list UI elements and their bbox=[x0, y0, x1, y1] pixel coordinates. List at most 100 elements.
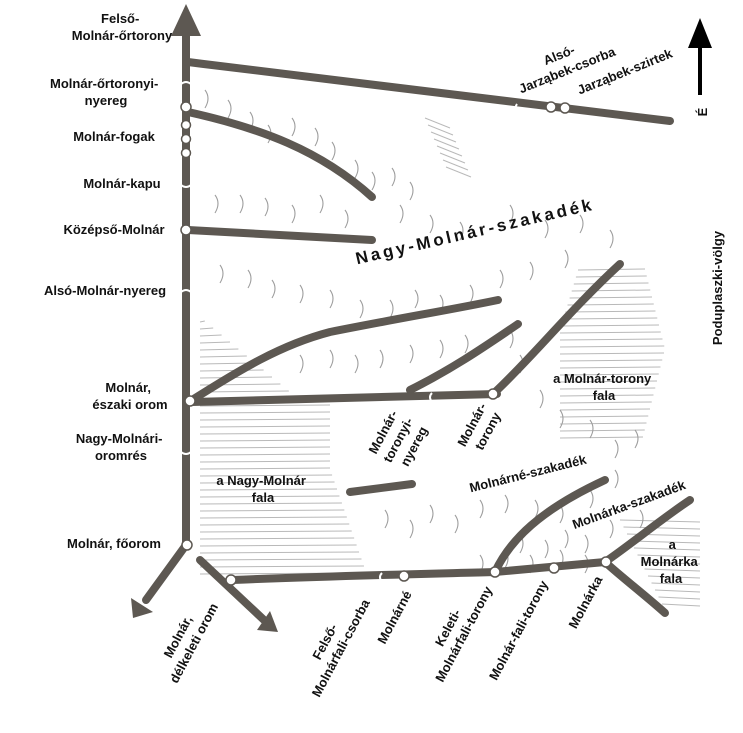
label-nagy-molnari-oromres: Nagy-Molnári- oromrés bbox=[76, 431, 166, 463]
hatch-line bbox=[573, 282, 649, 285]
summit-points bbox=[180, 101, 612, 586]
hatch-line bbox=[559, 422, 647, 425]
ridge-eszaki-lower bbox=[188, 390, 501, 406]
scree-arc bbox=[291, 204, 296, 224]
hatch-line bbox=[199, 320, 205, 323]
point-kozepso-molnar bbox=[180, 224, 192, 236]
ridges bbox=[131, 4, 694, 632]
hatch-line bbox=[559, 352, 665, 355]
scree-arc bbox=[409, 181, 414, 201]
scree-arc bbox=[354, 159, 359, 179]
hatch-line bbox=[199, 425, 331, 428]
hatch-line bbox=[647, 575, 701, 579]
scree-arc bbox=[239, 194, 244, 214]
ridge-eszaki-upper bbox=[188, 296, 502, 404]
hatch-line bbox=[433, 138, 460, 150]
hatch-line bbox=[199, 348, 239, 351]
label-molnarne: Molnárné bbox=[374, 588, 414, 646]
label-molnar-fogak: Molnár-fogak bbox=[73, 129, 155, 144]
main-ridge-arrow-north bbox=[171, 4, 201, 36]
hatch-line bbox=[199, 551, 360, 554]
hatch-line bbox=[559, 415, 649, 418]
scree-arc bbox=[319, 194, 324, 214]
ridge-toronyi bbox=[406, 320, 522, 394]
point-molnar-fogak-2 bbox=[180, 133, 192, 145]
label-molnar-fali-torony: Molnár-fali-torony bbox=[486, 577, 551, 682]
hatch-line bbox=[199, 341, 231, 344]
scree-arc bbox=[391, 167, 396, 187]
label-molnar-torony: Molnár- torony bbox=[454, 397, 506, 457]
scree-arc bbox=[329, 289, 334, 309]
hatch-line bbox=[430, 131, 457, 143]
north-arrow: É bbox=[688, 18, 712, 116]
hatch-line bbox=[199, 565, 364, 568]
scree-arc bbox=[399, 204, 404, 224]
ridge-delkeleti-left bbox=[142, 541, 190, 604]
hatch-line bbox=[199, 544, 357, 547]
hatch-line bbox=[559, 387, 656, 390]
scree-arc bbox=[291, 117, 296, 137]
label-keleti-molnarfali-torony: Keleti- Molnárfali-torony bbox=[417, 575, 495, 684]
hatch-line bbox=[199, 355, 247, 358]
point-delkeleti bbox=[225, 574, 237, 586]
hatch-line bbox=[559, 373, 659, 376]
scree-arc bbox=[454, 514, 459, 534]
hatch-line bbox=[199, 453, 331, 456]
hatching-molnar-torony-fala bbox=[559, 268, 665, 439]
scree-arc bbox=[271, 279, 276, 299]
hatch-line bbox=[199, 502, 342, 505]
hatch-line bbox=[661, 603, 701, 607]
scree-arc bbox=[414, 289, 419, 309]
scree-arc bbox=[614, 439, 619, 459]
hatch-line bbox=[199, 495, 340, 498]
point-eszaki-orom bbox=[184, 395, 196, 407]
scree-arc bbox=[299, 354, 304, 374]
north-label: É bbox=[695, 107, 710, 116]
scree-arc bbox=[609, 229, 614, 249]
ridge-nagy-molnar-fala-stub bbox=[346, 480, 416, 496]
hatch-line bbox=[651, 582, 701, 586]
ridge-molnarka-lower bbox=[601, 558, 669, 617]
label-molnarka: Molnárka bbox=[565, 573, 605, 631]
hatch-line bbox=[559, 394, 654, 397]
hatch-line bbox=[199, 432, 331, 435]
hatch-line bbox=[563, 317, 658, 320]
hatch-line bbox=[623, 526, 701, 530]
point-molnar-torony bbox=[487, 388, 499, 400]
hatch-line bbox=[559, 436, 644, 439]
scree-arc bbox=[639, 509, 644, 529]
point-jarzabek-2 bbox=[559, 102, 571, 114]
hatch-line bbox=[427, 124, 454, 136]
ridge-molnar-fogak bbox=[184, 108, 376, 201]
hatch-line bbox=[442, 159, 469, 171]
scree-arc bbox=[589, 489, 594, 509]
hatch-line bbox=[559, 338, 663, 341]
point-jarzabek-1 bbox=[545, 101, 557, 113]
label-a-molnarka-fala: a Molnárka fala bbox=[641, 537, 702, 586]
scree-arc bbox=[504, 494, 509, 514]
hatch-line bbox=[559, 359, 663, 362]
label-molnar-eszaki-orom: Molnár, északi orom bbox=[92, 380, 167, 412]
hatch-line bbox=[565, 310, 656, 313]
hatch-line bbox=[644, 568, 701, 572]
hatch-line bbox=[199, 369, 264, 372]
scree-arc bbox=[609, 519, 614, 539]
hatch-line bbox=[199, 523, 350, 526]
hatch-line bbox=[199, 558, 362, 561]
hatch-line bbox=[199, 334, 222, 337]
hatch-line bbox=[199, 488, 338, 491]
scree-arc bbox=[409, 344, 414, 364]
label-molnar-kapu: Molnár-kapu bbox=[83, 176, 160, 191]
hatch-line bbox=[436, 145, 463, 157]
scree-arc bbox=[314, 127, 319, 147]
scree-arc bbox=[544, 219, 549, 239]
scree-arc bbox=[214, 194, 219, 214]
scree-arc bbox=[544, 539, 549, 559]
scree-arc bbox=[219, 264, 224, 284]
hatch-line bbox=[439, 152, 466, 164]
hatch-line bbox=[640, 561, 701, 565]
hatch-line bbox=[630, 540, 701, 544]
hatch-line bbox=[199, 327, 214, 330]
label-poduplaszki-volgy: Poduplaszki-völgy bbox=[710, 230, 725, 345]
